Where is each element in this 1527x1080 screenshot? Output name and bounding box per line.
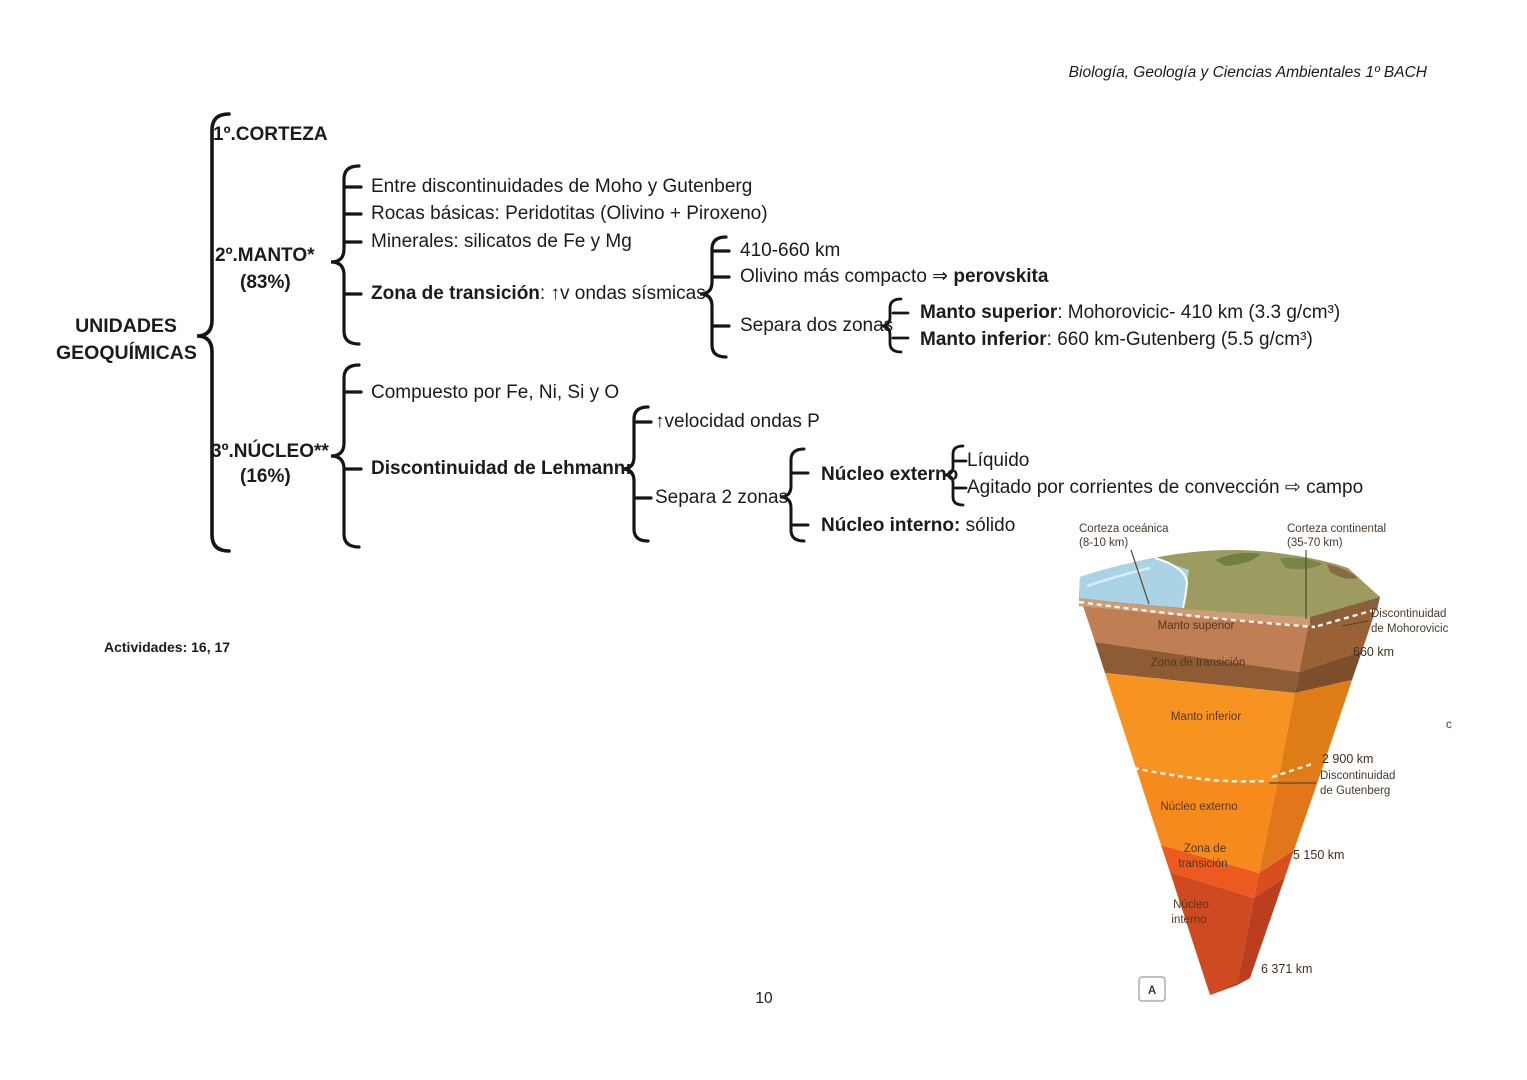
item-zona-transicion-term: Zona de transición (371, 283, 540, 304)
terrain-ridge-patch (1327, 564, 1358, 579)
item-separa-2-zonas: Separa 2 zonas (655, 487, 789, 508)
leader-corteza-oceanica (1130, 549, 1150, 605)
label-nucleo-1: Núcleo (1173, 899, 1209, 911)
item-manto-inferior-desc: : 660 km-Gutenberg (5.5 g/cm³) (1046, 329, 1313, 350)
label-corteza-oceanica-2: (8-10 km) (1079, 537, 1128, 549)
crust-band-front (1079, 598, 1315, 626)
moho-dashed-line-front (1078, 600, 1316, 629)
layer-zona-transicion2-front (1161, 845, 1259, 898)
layer-nucleo-externo-front (1135, 765, 1278, 873)
ocean-highlight (1086, 566, 1151, 588)
item-olivino-term: perovskita (953, 266, 1049, 287)
moho-dashed-line-side (1317, 608, 1375, 628)
terrain-forest-patch-2 (1279, 557, 1323, 570)
label-2900km: 2 900 km (1322, 752, 1373, 766)
item-velocidad-ondas: ↑velocidad ondas P (655, 411, 820, 432)
activities-note: Actividades: 16, 17 (104, 639, 231, 655)
label-zona-de: Zona de (1184, 843, 1226, 855)
item-rocas-basicas: Rocas básicas: Peridotitas (Olivino + Pi… (371, 203, 768, 224)
label-6371km: 6 371 km (1261, 962, 1312, 976)
item-agitado: Agitado por corrientes de convección ⇨ c… (967, 477, 1364, 498)
layer-nucleo-interno-side (1237, 877, 1285, 985)
label-moho-1: Discontinuidad (1371, 608, 1446, 620)
label-corteza-oceanica-1: Corteza oceánica (1079, 523, 1169, 535)
label-corteza-continental-1: Corteza continental (1287, 523, 1386, 535)
coastline (1154, 557, 1189, 609)
root-label-line2: GEOQUÍMICAS (56, 342, 197, 364)
item-olivino: Olivino más compacto ⇒ perovskita (740, 266, 1048, 288)
layer-nucleo-interno-front (1170, 872, 1254, 995)
label-5150km: 5 150 km (1293, 848, 1344, 862)
item-liquido: Líquido (967, 450, 1030, 471)
label-manto-inferior: Manto inferior (1171, 711, 1241, 723)
item-manto-inferior-term: Manto inferior (920, 329, 1047, 350)
root-brace (196, 112, 231, 553)
node-manto: 2º.MANTO* (215, 245, 315, 266)
manto-brace (330, 164, 363, 346)
item-compuesto: Compuesto por Fe, Ni, Si y O (371, 382, 620, 403)
item-zona-transicion: Zona de transición: ↑v ondas sísmicas (371, 283, 706, 305)
root-label-line1: UNIDADES (75, 315, 177, 337)
corner-mark: c (1446, 719, 1452, 731)
label-gutenberg-1: Discontinuidad (1320, 770, 1395, 782)
item-manto-superior-desc: : Mohorovicic- 410 km (3.3 g/cm³) (1057, 302, 1341, 323)
gutenberg-dashed-line-front (1124, 764, 1266, 783)
item-manto-inferior: Manto inferior: 660 km-Gutenberg (5.5 g/… (920, 329, 1313, 351)
item-nucleo-externo: Núcleo externo (821, 464, 959, 485)
layer-zona-transicion-side (1295, 651, 1362, 693)
item-zona-transicion-desc: : ↑v ondas sísmicas (539, 283, 706, 304)
label-660km: 660 km (1353, 645, 1394, 659)
nucleo-brace (330, 363, 363, 549)
earth-cross-section-diagram: Corteza oceánica (8-10 km) Corteza conti… (1078, 523, 1452, 1002)
wedge-tip (1210, 978, 1250, 995)
root-label: UNIDADES GEOQUÍMICAS (56, 313, 197, 367)
course-header: Biología, Geología y Ciencias Ambientale… (1068, 64, 1427, 81)
label-manto-superior: Manto superior (1158, 620, 1235, 632)
label-nucleo-externo: Núcleo externo (1160, 801, 1237, 813)
layer-zona-transicion-front (1095, 642, 1299, 693)
item-410-660: 410-660 km (740, 240, 841, 261)
node-nucleo-pct: (16%) (240, 466, 291, 487)
label-zona-transicion: Zona de transición (1151, 657, 1246, 669)
item-manto-superior: Manto superior: Mohorovicic- 410 km (3.3… (920, 302, 1340, 324)
item-olivino-pre: Olivino más compacto ⇒ (740, 266, 954, 287)
layer-zona-transicion2-side (1254, 850, 1294, 898)
label-gutenberg-2: de Gutenberg (1320, 785, 1390, 797)
item-entre-discontinuidades: Entre discontinuidades de Moho y Gutenbe… (371, 176, 753, 197)
item-nucleo-interno-term: Núcleo interno: (821, 515, 961, 536)
terrain-ocean (1079, 558, 1189, 608)
item-manto-superior-term: Manto superior (920, 302, 1058, 323)
panel-letter: A (1148, 985, 1156, 997)
label-moho-2: de Mohorovicic (1371, 623, 1449, 635)
item-lehmann: Discontinuidad de Lehmann: (371, 458, 632, 479)
panel-letter-box: A (1138, 976, 1166, 1002)
node-nucleo: 3º.NÚCLEO** (211, 441, 329, 462)
layer-manto-inferior-side (1278, 680, 1352, 780)
item-separa-dos-zonas: Separa dos zonas (740, 315, 894, 336)
terrain-forest-patch-1 (1215, 552, 1261, 566)
item-nucleo-interno: Núcleo interno: sólido (821, 515, 1015, 537)
page-number: 10 (755, 990, 773, 1007)
gutenberg-dashed-line-side (1271, 762, 1313, 779)
layer-manto-inferior-front (1105, 673, 1295, 782)
node-corteza: 1º.CORTEZA (213, 124, 328, 145)
item-minerales: Minerales: silicatos de Fe y Mg (371, 231, 632, 252)
node-manto-pct: (83%) (240, 272, 291, 293)
item-nucleo-interno-desc: sólido (960, 515, 1016, 536)
crust-band-side (1310, 597, 1380, 629)
label-nucleo-2: interno (1171, 914, 1206, 926)
label-corteza-continental-2: (35-70 km) (1287, 537, 1343, 549)
layer-nucleo-externo-side (1259, 778, 1319, 873)
leader-moho (1341, 620, 1369, 627)
label-transicion-2: transición (1178, 858, 1227, 870)
